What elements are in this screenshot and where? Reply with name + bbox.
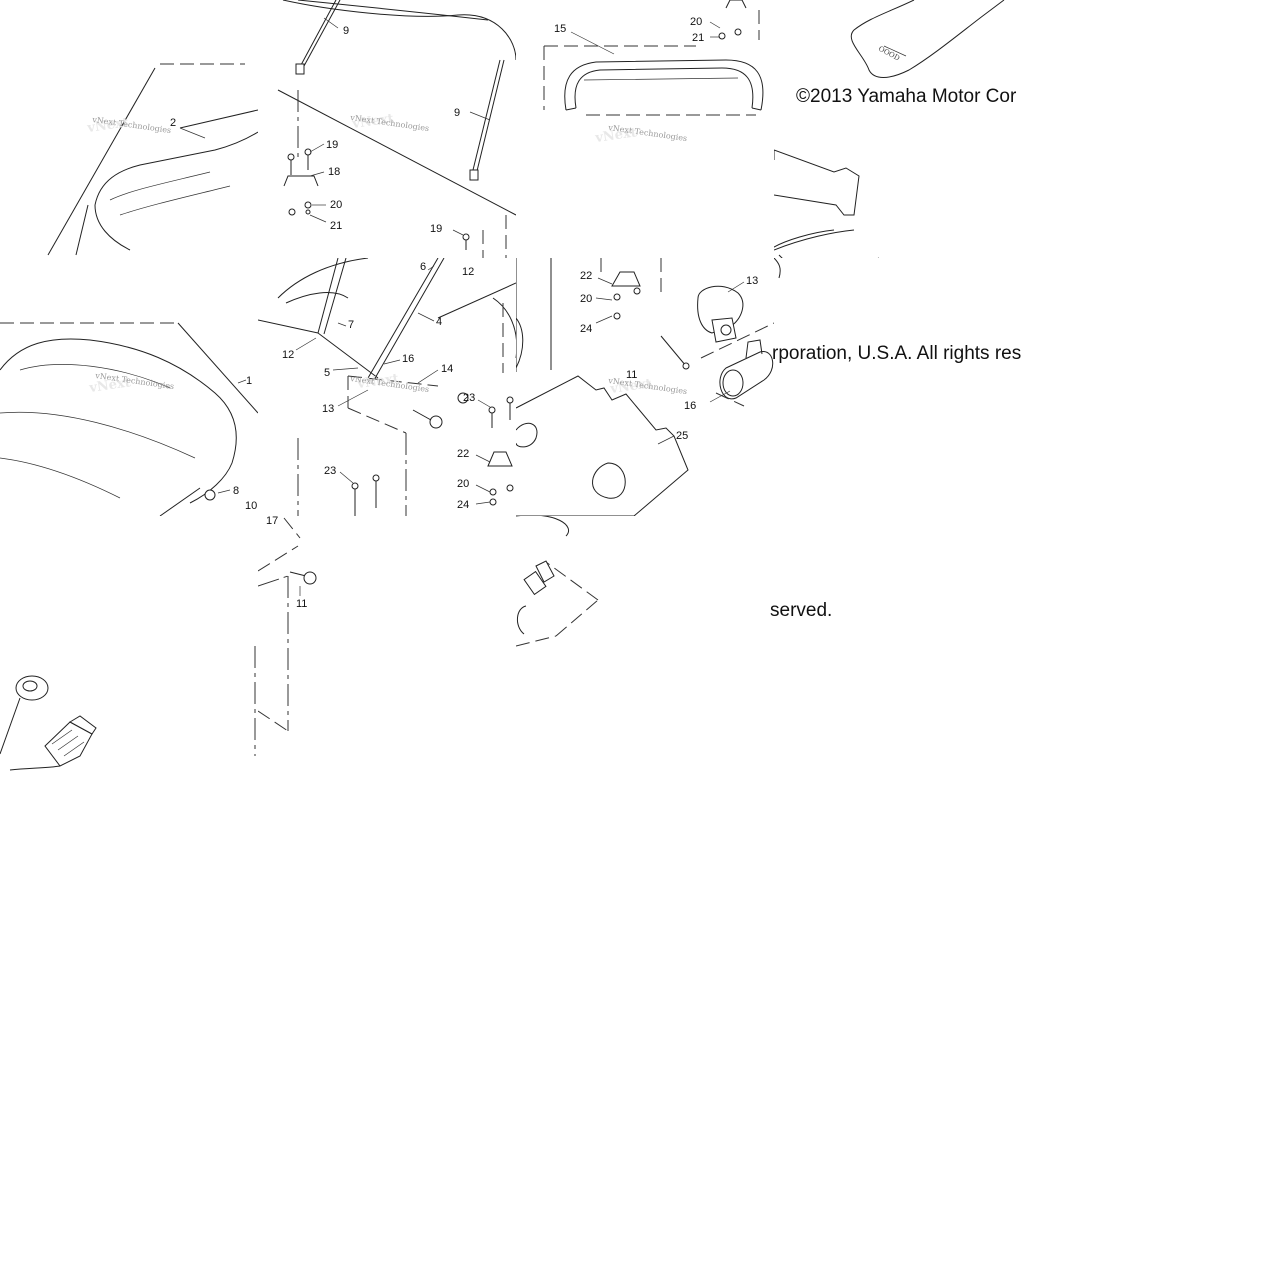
diagram-tile-fitting [516,516,774,774]
callout-16b: 16 [684,400,696,412]
diagram-tile-frame: 6 12 7 4 12 5 16 14 13 vNext vNext Techn… [258,258,516,516]
rail-top-drawing: 9 9 vNext vNext Technologies 19 18 20 21… [277,0,516,258]
frame-drawing: 6 12 7 4 12 5 16 14 13 vNext vNext Techn… [258,258,516,516]
rail-15-drawing: 15 vNext vNext Technologies 20 21 [543,0,764,146]
cover-top-drawing: OOOD [774,0,1005,258]
callout-20b: 20 [690,16,702,28]
callout-13b: 13 [746,275,758,287]
callout-12b: 12 [282,349,294,361]
callout-22b-label: 22 [457,448,469,460]
callout-11: 11 [296,598,307,610]
copyright-part-3: served. [770,600,833,621]
diagram-tile-rail-top: 9 9 vNext vNext Technologies 19 18 20 21… [258,0,516,258]
callout-8: 8 [233,485,239,497]
callout-9a: 9 [343,25,349,37]
diagram-tile-brackets: 22 20 24 25 vNext vNext Technologies 11 … [516,258,774,516]
lower-center-drawing: 17 11 22 [258,516,317,732]
callout-7: 7 [348,319,354,331]
callout-20a: 20 [330,199,342,211]
callout-23a: 23 [324,465,336,477]
callout-13b-label: 11 [626,369,637,381]
callout-5: 5 [324,367,330,379]
callout-21b: 21 [692,32,704,44]
diagram-tile-lower-center: 17 11 22 [258,516,516,774]
callout-24b: 24 [457,499,469,511]
callout-19b: 19 [430,223,442,235]
callout-6: 6 [420,261,426,273]
callout-4: 4 [436,316,442,328]
callout-2: 2 [170,117,176,129]
svg-text:vNext: vNext [608,376,652,397]
callout-1: 1 [246,375,252,387]
bracket-lower-drawing: 23 22 20 24 [457,392,514,511]
diagram-tile-right-middle [774,258,1032,516]
diagram-tile-seat-2: vNext vNext Technologies 2 [0,0,258,258]
callout-12a: 12 [462,266,474,278]
seat-2-drawing: vNext vNext Technologies 2 [47,63,258,256]
callout-14: 14 [441,363,453,375]
svg-text:vNext: vNext [350,111,394,132]
lower-left-drawing [0,646,256,771]
callout-10: 10 [245,500,257,512]
svg-text:vNext: vNext [87,375,131,396]
diagram-tile-bracket-lower: 23 22 20 24 [440,380,516,516]
callout-16a: 16 [402,353,414,365]
callout-15: 15 [554,23,566,35]
callout-22a: 22 [580,270,592,282]
diagram-tile-cover-top: OOOD [774,0,1032,258]
svg-text:vNext: vNext [85,115,129,136]
diagram-tile-rail-15: 15 vNext vNext Technologies 20 21 [516,0,774,258]
callout-17: 17 [266,516,278,527]
brackets-drawing: 22 20 24 25 vNext vNext Technologies 11 … [516,258,774,516]
callout-9b: 9 [454,107,460,119]
callout-23b: 23 [463,392,475,404]
callout-24a: 24 [580,323,592,335]
callout-21a: 21 [330,220,342,232]
callout-13a: 13 [322,403,334,415]
callout-20c: 20 [580,293,592,305]
svg-text:vNext: vNext [593,125,637,146]
fitting-drawing [516,516,599,647]
callout-25: 25 [676,430,688,442]
copyright-part-2: rporation, U.S.A. All rights res [772,343,1022,364]
callout-19a: 19 [326,139,338,151]
seat-1-drawing: 1 8 10 vNext vNext Technologies [0,322,258,516]
svg-text:vNext: vNext [355,371,399,392]
callout-18a: 18 [328,166,340,178]
copyright-part-1: ©2013 Yamaha Motor Cor [796,86,1017,107]
diagram-tile-seat-1: 1 8 10 vNext vNext Technologies [0,258,258,516]
callout-20d: 20 [457,478,469,490]
svg-text:OOOD: OOOD [877,45,901,63]
right-middle-drawing [774,258,781,279]
diagram-tile-lower-left [0,516,258,774]
